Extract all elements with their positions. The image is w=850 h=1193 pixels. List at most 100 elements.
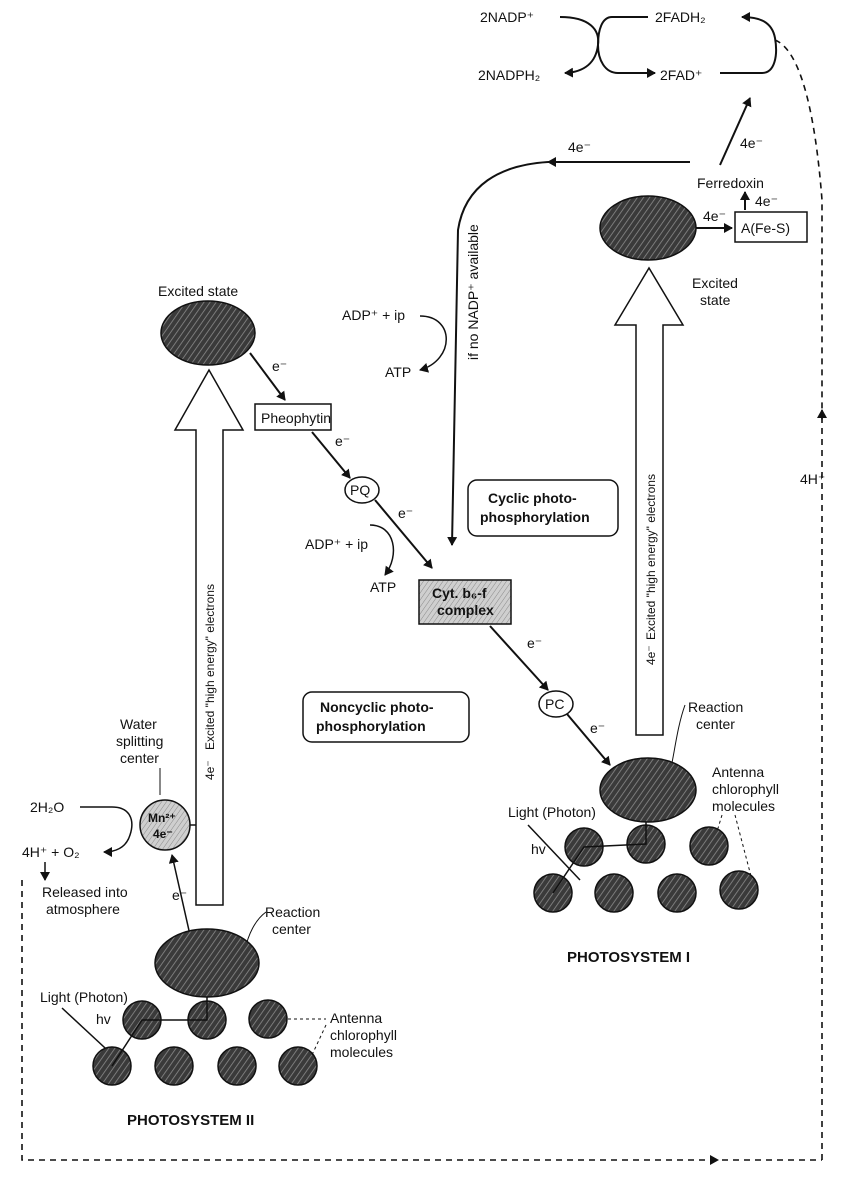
fes-label: A(Fe-S) <box>741 220 790 236</box>
proton-bottom-path <box>21 880 719 1165</box>
water-label-line3: center <box>120 750 159 766</box>
nadp-curve <box>559 16 600 78</box>
ps1-title: PHOTOSYSTEM I <box>567 949 690 966</box>
pc-to-ps1-arrow <box>566 713 611 766</box>
ps1-excited-state-line2: state <box>700 292 731 308</box>
cyt-label-line1: Cyt. b₆-f <box>432 585 487 601</box>
no-nadp-label: if no NADP⁺ available <box>465 224 481 360</box>
water-label-line1: Water <box>120 716 157 732</box>
ps2-energy-arrow-label: Excited "high energy" electrons <box>203 584 217 750</box>
ps2-antenna-line3: molecules <box>330 1044 393 1060</box>
ps2-antenna-line2: chlorophyll <box>330 1027 397 1043</box>
fes-box <box>734 211 808 243</box>
fad-loop-line <box>720 12 778 74</box>
noncyclic-line2: phosphorylation <box>316 718 426 734</box>
ps1-excited-state-line1: Excited <box>692 275 738 291</box>
adp-top-curve <box>419 315 447 373</box>
nadp-fad-cycle: 2NADP⁺ 2NADPH₂ 2FADH₂ 2FAD⁺ 4e⁻ <box>478 9 778 166</box>
ps1-reaction-center-line1: Reaction <box>688 699 743 715</box>
ps2-reaction-center-line2: center <box>272 921 311 937</box>
e4-top-label: 4e⁻ <box>740 135 763 151</box>
ps2-e2-label: e⁻ <box>335 433 350 449</box>
ps2-energy-arrow-e: 4e⁻ <box>203 760 217 780</box>
ps2-e5-label: e⁻ <box>590 720 605 736</box>
ps2-hv-label: hv <box>96 1011 111 1027</box>
cyclic-line2: phosphorylation <box>480 509 590 525</box>
ps1-energy-arrow <box>613 266 685 736</box>
ps1-reaction-center <box>599 757 697 823</box>
ps1-energy-arrow-label: Excited "high energy" electrons <box>644 474 658 640</box>
e4-ferredoxin-label: 4e⁻ <box>755 193 778 209</box>
ps1-light-ray <box>527 824 581 881</box>
ps1-light-label: Light (Photon) <box>508 804 596 820</box>
photosystem-1: Ferredoxin 4e⁻ if no NADP⁺ available 4e⁻… <box>447 139 808 966</box>
pheophytin-box <box>254 403 332 431</box>
h2o-curve <box>80 806 133 857</box>
ps1-hv-label: hv <box>531 841 546 857</box>
cyclic-path <box>447 161 549 546</box>
pc-circle <box>538 690 574 718</box>
noncyclic-line1: Noncyclic photo- <box>320 699 434 715</box>
cyclic-box: Cyclic photo- phosphorylation <box>467 479 619 537</box>
rc-to-mn-arrow <box>168 854 191 936</box>
adp-mid-curve <box>369 524 395 576</box>
h2o-label: 2H₂O <box>30 799 64 815</box>
photosystem-2: Excited state e⁻ Pheophytin e⁻ PQ e⁻ ADP… <box>22 283 611 1129</box>
released-line2: atmosphere <box>46 901 120 917</box>
ps2-antenna-pointer-2 <box>311 1024 327 1056</box>
ps2-antenna-line1: Antenna <box>330 1010 382 1026</box>
ps2-excited-ellipse <box>160 300 256 366</box>
ps2-energy-arrow <box>173 368 245 906</box>
ps2-e3-label: e⁻ <box>398 505 413 521</box>
proton-return-path <box>774 39 823 420</box>
ps2-e1-label: e⁻ <box>272 358 287 374</box>
cyclic-line1: Cyclic photo- <box>488 490 577 506</box>
h4-side-label: 4H⁺ <box>800 471 825 487</box>
ps2-title: PHOTOSYSTEM II <box>127 1112 254 1129</box>
ps1-antenna-molecule <box>594 873 634 913</box>
ps2-to-pheophytin-arrow <box>249 352 286 401</box>
ps1-antenna-line2: chlorophyll <box>712 781 779 797</box>
pc-label: PC <box>545 696 564 712</box>
adp-top-label: ADP⁺ + ip <box>342 307 405 323</box>
ps2-antenna-molecule <box>278 1046 318 1086</box>
cyt-to-pc-arrow <box>489 625 549 691</box>
ps1-antenna-connector <box>552 822 647 894</box>
ps1-antenna-molecule <box>719 870 759 910</box>
nadp-label: 2NADP⁺ <box>480 9 534 25</box>
water-label-line2: splitting <box>116 733 163 749</box>
e4-fes-label: 4e⁻ <box>703 208 726 224</box>
nadph2-label: 2NADPH₂ <box>478 67 540 83</box>
pq-circle <box>344 476 380 504</box>
pheophytin-to-pq-arrow <box>311 431 351 479</box>
ps1-antenna-pointer-2 <box>734 814 753 881</box>
fad-label: 2FAD⁺ <box>660 67 702 83</box>
ps2-e-small-label: e⁻ <box>172 887 187 903</box>
ps1-antenna-line3: molecules <box>712 798 775 814</box>
mn-label: Mn²⁺ <box>148 811 176 825</box>
ps1-antenna-molecule <box>689 826 729 866</box>
cyt-label-line2: complex <box>437 602 494 618</box>
released-line1: Released into <box>42 884 128 900</box>
pq-label: PQ <box>350 482 370 498</box>
noncyclic-box: Noncyclic photo- phosphorylation <box>302 691 470 743</box>
e4-return-label: 4e⁻ <box>568 139 591 155</box>
ps2-antenna-molecule <box>248 999 288 1039</box>
ps1-excited-ellipse <box>599 195 697 261</box>
fadh2-label: 2FADH₂ <box>655 9 706 25</box>
ps2-antenna-molecule <box>217 1046 257 1086</box>
ferredoxin-up-arrow <box>719 97 752 166</box>
ps1-energy-arrow-e: 4e⁻ <box>644 645 658 665</box>
ps2-reaction-center-line1: Reaction <box>265 904 320 920</box>
ps2-antenna-molecule <box>154 1046 194 1086</box>
ps2-e4-label: e⁻ <box>527 635 542 651</box>
ps2-light-label: Light (Photon) <box>40 989 128 1005</box>
pq-to-cyt-arrow <box>374 499 433 569</box>
pheophytin-label: Pheophytin <box>261 410 331 426</box>
cyt-complex-box <box>418 579 512 625</box>
atp-top-label: ATP <box>385 364 411 380</box>
fadh2-curve <box>596 16 656 78</box>
products-label: 4H⁺ + O₂ <box>22 844 80 860</box>
ps2-antenna-connector <box>111 997 208 1067</box>
